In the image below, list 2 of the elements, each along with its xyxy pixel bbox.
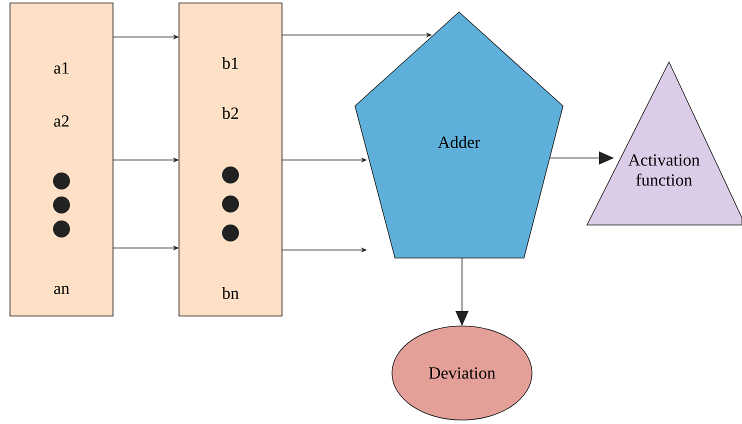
list-box: b1 b2 bn xyxy=(178,2,282,316)
list-box: a1 a2 an xyxy=(10,2,114,316)
